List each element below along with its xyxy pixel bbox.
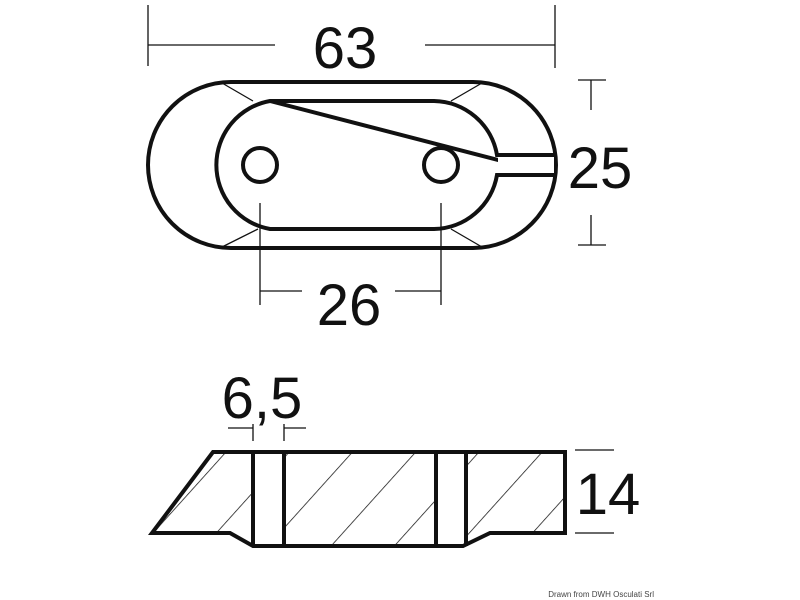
hole-spacing-dimension xyxy=(259,203,442,305)
mounting-hole-right xyxy=(422,146,460,184)
hole-bores xyxy=(251,452,468,546)
hole-spacing-label: 26 xyxy=(317,273,382,338)
chamfer-lines xyxy=(221,82,483,248)
hole-diameter-dimension xyxy=(228,424,306,441)
top-view xyxy=(146,5,606,305)
outer-outline xyxy=(146,80,558,250)
side-view xyxy=(147,424,614,548)
thickness-dimension xyxy=(575,449,614,534)
inner-outline xyxy=(214,98,557,231)
credit-text: Drawn from DWH Osculati Srl xyxy=(548,590,654,599)
thickness-label: 14 xyxy=(576,462,641,527)
mounting-hole-left xyxy=(241,146,279,184)
width-label: 25 xyxy=(568,136,633,201)
hole-diameter-label: 6,5 xyxy=(222,366,303,431)
width-dimension xyxy=(578,79,606,246)
length-label: 63 xyxy=(313,16,378,81)
length-dimension xyxy=(147,5,556,68)
side-outline xyxy=(147,450,567,548)
